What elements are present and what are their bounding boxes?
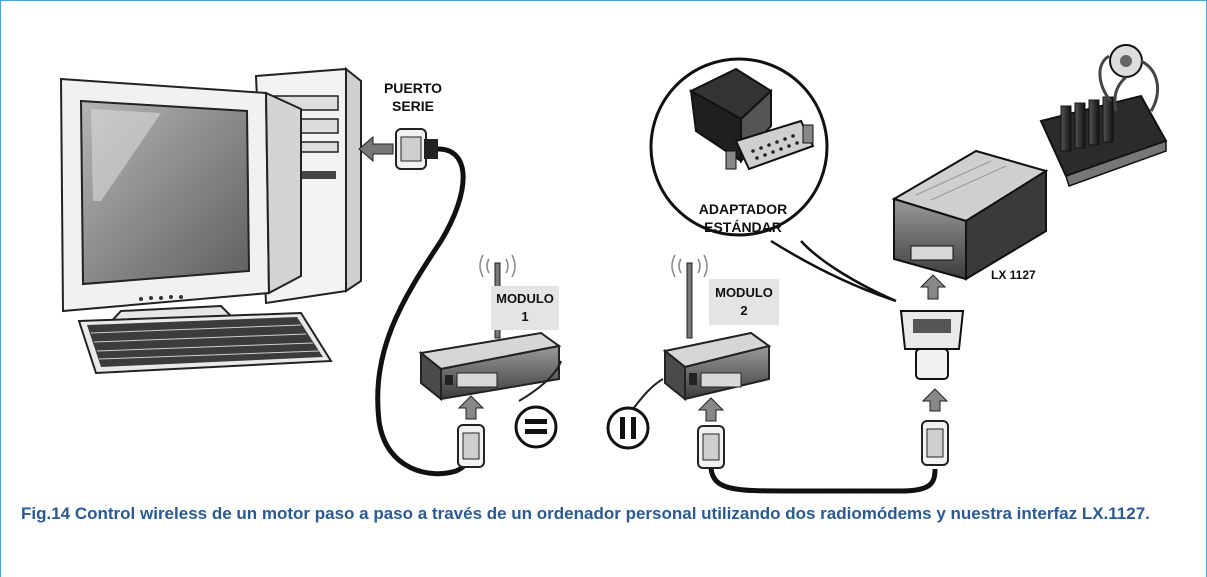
db9-connector-icon (457, 424, 485, 468)
db25-connector-icon (899, 310, 965, 380)
male-connector-symbol-icon (514, 360, 562, 449)
db9-connector-icon (697, 425, 725, 469)
pc-keyboard (77, 311, 333, 375)
antenna-waves-icon (479, 254, 516, 278)
adapter-callout: ADAPTADOR ESTÁNDAR (649, 57, 897, 303)
female-connector-symbol-icon (606, 378, 664, 450)
db25-adapter-icon (688, 67, 815, 171)
cable-module2-to-lx1127 (708, 467, 938, 494)
adaptador-label-2: ESTÁNDAR (704, 219, 782, 235)
db9-connector-icon (921, 420, 949, 466)
modulo2-label-2: 2 (740, 303, 747, 318)
arrow-up-icon (697, 397, 725, 422)
adaptador-label-1: ADAPTADOR (699, 201, 787, 217)
lx1127-label: LX 1127 (991, 268, 1036, 282)
stepper-motor-board (1039, 44, 1168, 187)
radio-module-2: MODULO 2 (662, 254, 779, 402)
modulo1-label-1: MODULO (496, 291, 554, 306)
antenna-waves-icon (671, 254, 708, 278)
serial-port (358, 128, 438, 170)
arrow-up-icon (919, 274, 947, 300)
wireless-diagram: PUERTO SERIE MODULO 1 (59, 44, 1168, 494)
lx1127-interface: LX 1127 (891, 44, 1168, 282)
puerto-serie-label-2: SERIE (392, 98, 434, 114)
computer (59, 66, 362, 375)
figure-caption: Fig.14 Control wireless de un motor paso… (21, 504, 1150, 523)
radio-module-1: MODULO 1 (418, 254, 562, 402)
monitor-buttons (139, 295, 183, 301)
modulo2-label-1: MODULO (715, 285, 773, 300)
arrow-up-icon (457, 395, 485, 420)
cable-pc-to-module1 (375, 146, 475, 477)
arrow-up-icon (921, 388, 949, 412)
modulo1-label-2: 1 (521, 309, 528, 324)
puerto-serie-label-1: PUERTO (384, 80, 442, 96)
pc-monitor (59, 77, 302, 329)
